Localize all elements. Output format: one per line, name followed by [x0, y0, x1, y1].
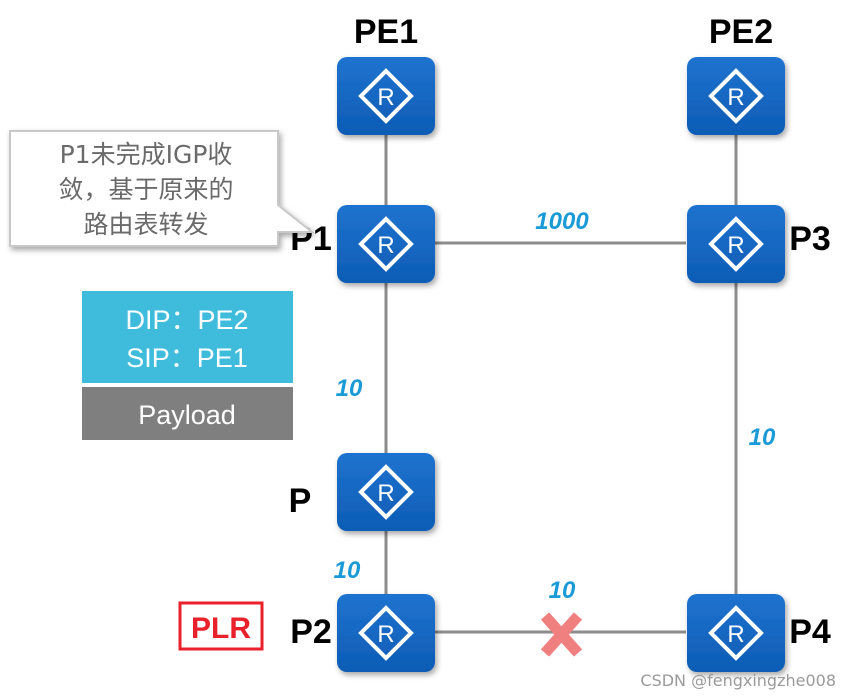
callout-bubble [9, 130, 315, 247]
router-icon: R [708, 68, 764, 124]
packet-sip: SIP：PE1 [126, 343, 248, 373]
packet-payload-label: Payload [138, 400, 236, 430]
router-p1: R [337, 205, 435, 283]
router-pe1: R [337, 57, 435, 135]
packet-dip: DIP：PE2 [125, 305, 248, 335]
router-icon: R [358, 464, 414, 520]
label-p3: P3 [789, 220, 831, 258]
svg-text:R: R [727, 621, 744, 648]
svg-text:R: R [377, 480, 394, 507]
svg-text:R: R [377, 621, 394, 648]
router-p: R [337, 453, 435, 531]
plr-badge-label: PLR [191, 612, 251, 645]
cost-p2-p4: 10 [549, 577, 576, 604]
router-pe2: R [687, 57, 785, 135]
router-icon: R [358, 68, 414, 124]
cost-p3-p4: 10 [749, 424, 776, 451]
svg-text:R: R [377, 84, 394, 111]
router-p2: R [337, 594, 435, 672]
router-icon: R [358, 605, 414, 661]
svg-text:R: R [727, 232, 744, 259]
callout-line-2: 敛，基于原来的 [58, 175, 233, 204]
router-icon: R [708, 605, 764, 661]
router-p4: R [687, 594, 785, 672]
cost-p1-p3: 1000 [535, 208, 589, 235]
label-p: P [289, 482, 312, 520]
router-icon: R [358, 216, 414, 272]
watermark: CSDN @fengxingzhe008 [640, 671, 836, 690]
packet-ip-header [82, 291, 293, 383]
plr-badge [178, 601, 264, 651]
callout-line-3: 路由表转发 [83, 210, 208, 239]
packet: DIP：PE2 SIP：PE1 Payload [82, 291, 293, 440]
svg-text:R: R [377, 232, 394, 259]
cost-p-p2: 10 [334, 557, 361, 584]
router-p3: R [687, 205, 785, 283]
label-p4: P4 [789, 613, 831, 651]
label-pe2: PE2 [709, 13, 773, 51]
label-p2: P2 [290, 613, 332, 651]
svg-text:R: R [727, 84, 744, 111]
label-pe1: PE1 [354, 13, 418, 51]
link-failure-x-icon [540, 612, 583, 657]
cost-p1-p: 10 [336, 375, 363, 402]
packet-payload [82, 387, 293, 440]
callout-line-1: P1未完成IGP收 [60, 140, 233, 169]
router-icon: R [708, 216, 764, 272]
